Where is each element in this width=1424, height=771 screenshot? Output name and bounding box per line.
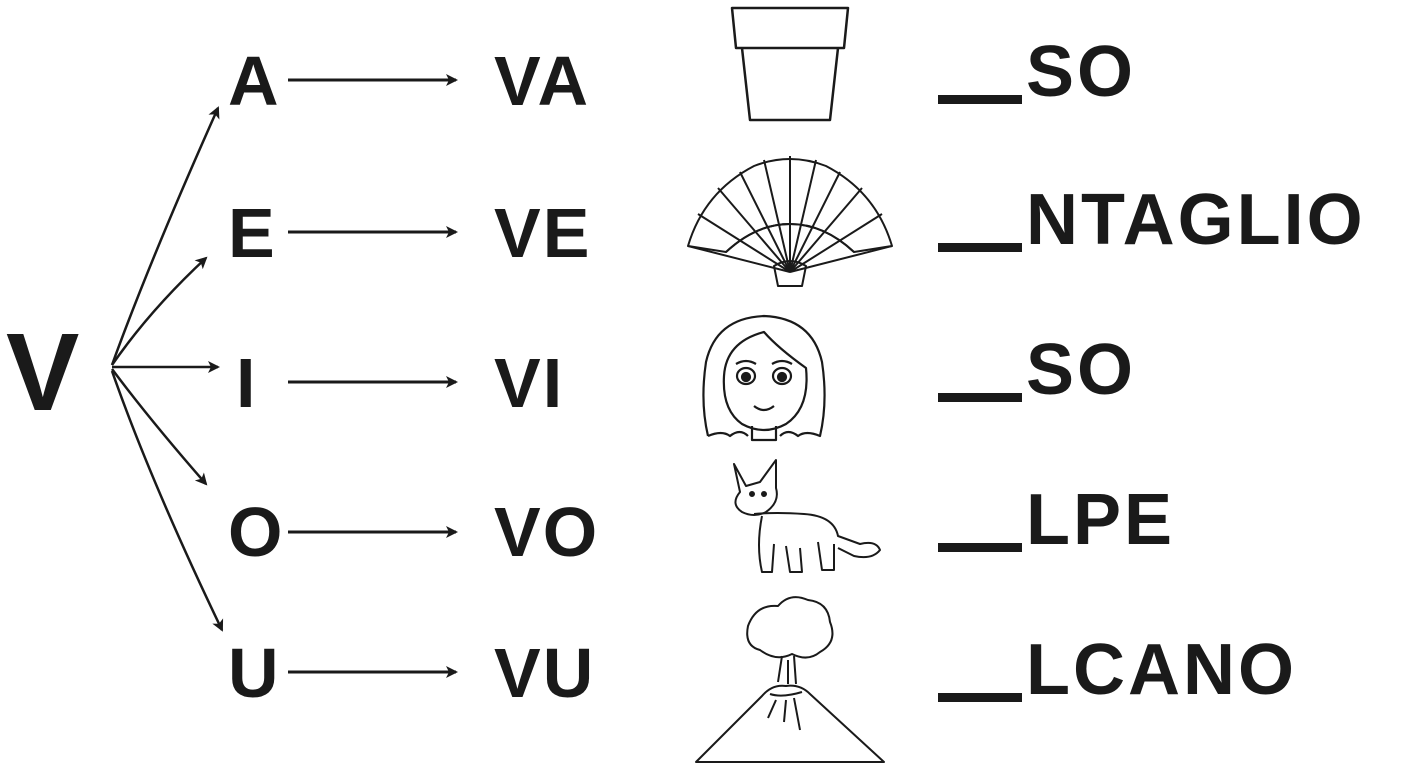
syllable-vi: VI: [494, 344, 565, 422]
branch-arrow-e: [110, 256, 208, 366]
word-suffix: LPE: [1026, 480, 1176, 560]
syllable-ve: VE: [494, 194, 592, 272]
syllable-vu: VU: [494, 634, 596, 712]
fan-icon: [687, 156, 893, 287]
answer-blank[interactable]: [938, 383, 1022, 402]
branch-arrow-a: [110, 106, 220, 366]
vowel-i: I: [236, 344, 256, 422]
word-viso: SO: [938, 334, 1136, 406]
vowel-o: O: [228, 493, 283, 571]
volcano-icon: [695, 596, 885, 763]
word-suffix: NTAGLIO: [1026, 180, 1366, 260]
word-suffix: LCANO: [1026, 630, 1297, 710]
syllable-va: VA: [494, 42, 591, 120]
flowerpot-icon: [730, 6, 850, 122]
face-icon: [702, 314, 826, 442]
branch-arrow-o: [110, 368, 208, 486]
word-suffix: SO: [1026, 330, 1137, 410]
word-ventaglio: NTAGLIO: [938, 184, 1366, 256]
answer-blank[interactable]: [938, 683, 1022, 702]
vowel-u: U: [228, 634, 279, 712]
word-volpe: LPE: [938, 484, 1175, 556]
word-vulcano: LCANO: [938, 634, 1297, 706]
fox-icon: [733, 459, 881, 573]
vowel-a: A: [228, 42, 279, 120]
word-vaso: SO: [938, 36, 1136, 108]
branch-arrow-u: [110, 370, 224, 632]
answer-blank[interactable]: [938, 533, 1022, 552]
answer-blank[interactable]: [938, 85, 1022, 104]
syllable-vo: VO: [494, 493, 600, 571]
word-suffix: SO: [1026, 32, 1137, 112]
answer-blank[interactable]: [938, 233, 1022, 252]
vowel-e: E: [228, 194, 275, 272]
root-letter: V: [6, 311, 80, 434]
